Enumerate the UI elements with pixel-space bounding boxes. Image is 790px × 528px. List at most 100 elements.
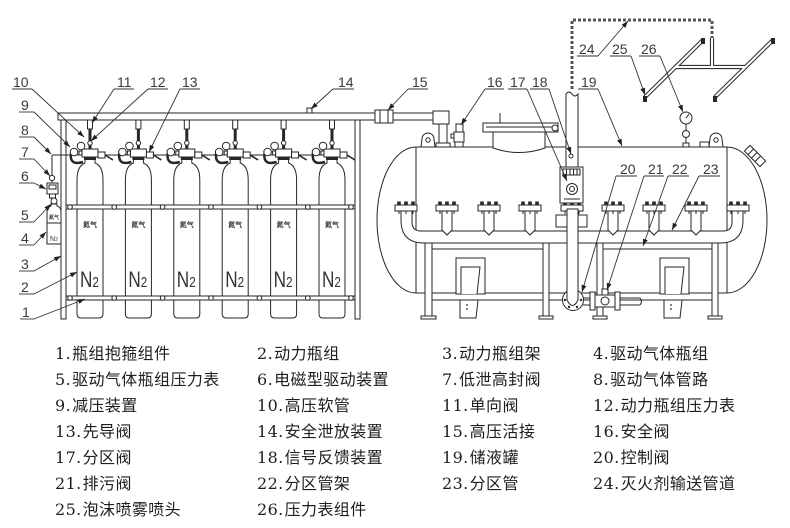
flange-bolt — [618, 201, 622, 205]
cylinder-body — [270, 158, 298, 319]
pilot-valve — [194, 151, 203, 159]
hoop-bolt — [256, 295, 263, 301]
manhole-neck — [492, 131, 546, 153]
drain-valve-assembly — [583, 288, 642, 311]
flange-plate — [601, 204, 625, 212]
gauge-needle — [685, 113, 690, 119]
cylinder-label: 氮气 — [180, 220, 194, 229]
inlet-pipe — [438, 123, 448, 145]
callout-leader — [526, 88, 568, 182]
legend-item: 5.驱动气体瓶组压力表 — [55, 367, 257, 393]
cylinder-valve-assembly — [214, 119, 259, 165]
reducer-hose — [311, 152, 326, 165]
callout-leader — [581, 175, 617, 293]
flange-bolt — [729, 201, 733, 205]
reducer-gauge-icon — [214, 147, 224, 157]
callout-leader — [33, 271, 78, 295]
flange-bolt — [687, 201, 691, 205]
reducer-hose — [117, 152, 132, 165]
legend-text: 减压装置 — [72, 396, 138, 415]
flange-bolt — [438, 201, 442, 205]
reducer-gauge-icon — [270, 141, 279, 151]
saddle-base — [459, 299, 479, 319]
gas-symbol-letter: N — [177, 268, 189, 293]
reducer-hose — [166, 152, 181, 165]
cylinder-label: 氮气 — [228, 220, 242, 229]
callout-7: 7 — [19, 144, 51, 177]
callout-number: 5 — [21, 207, 29, 223]
frame-post-left — [60, 119, 67, 320]
drive-gas-letter: N — [50, 236, 55, 243]
flange-bolt — [452, 201, 456, 205]
gas-symbol: N2 — [177, 268, 196, 293]
cylinder-body — [76, 158, 104, 319]
legend-text: 控制阀 — [620, 448, 670, 467]
level-indicator-rung — [754, 155, 762, 163]
outlet-flange — [601, 201, 625, 236]
tank-saddle — [455, 257, 486, 319]
drive-gas-subscript: 2 — [55, 237, 58, 243]
legend-number: 5. — [55, 370, 72, 389]
check-valve — [87, 119, 93, 130]
legend-number: 14. — [257, 422, 284, 441]
flange-bolt — [528, 201, 532, 205]
callout-12: 12 — [90, 74, 168, 142]
callout-number: 15 — [412, 74, 428, 90]
ring-bolt — [563, 298, 567, 302]
cylinder-valve-body — [226, 148, 244, 158]
callout-number: 22 — [672, 161, 688, 177]
cylinder-valve-body — [129, 148, 147, 158]
legend-text: 动力瓶组 — [274, 344, 340, 363]
cylinder-label: 氮气 — [131, 220, 145, 229]
cylinder-pressure-gauge-icon — [87, 140, 93, 146]
pressure-gauge-assembly — [679, 111, 693, 148]
callout-24: 24 — [577, 20, 629, 57]
reducer-gauge-icon — [173, 141, 183, 151]
legend-text: 驱动气体瓶组 — [610, 344, 709, 363]
flange-bolt — [445, 201, 449, 205]
legend-item: 25.泡沫喷雾喷头 — [55, 497, 257, 523]
nozzle-drop — [648, 211, 660, 236]
flange-plate — [477, 204, 501, 212]
gas-symbol-letter: N — [225, 268, 237, 293]
cylinder-neck-collar — [326, 157, 338, 160]
flange-bolt — [480, 201, 484, 205]
callout-number: 20 — [620, 161, 636, 177]
drive-gas-symbol: N2 — [50, 236, 58, 243]
flange-plate — [642, 204, 666, 212]
legend-text: 安全阀 — [620, 422, 670, 441]
legend-item: 11.单向阀 — [442, 393, 593, 419]
gas-symbol-letter: N — [128, 268, 140, 293]
cylinder-valve-body — [178, 148, 196, 158]
level-indicator-body — [743, 144, 767, 168]
power-cylinder: 氮气 N2 — [166, 119, 211, 319]
pilot-valve — [97, 151, 106, 159]
gas-symbol: N2 — [322, 268, 341, 293]
pilot-valve — [291, 151, 300, 159]
callout-23: 23 — [671, 161, 720, 231]
cylinder-valve-assembly — [263, 119, 308, 165]
gas-symbol-letter: N — [274, 268, 286, 293]
legend-number: 18. — [257, 448, 284, 467]
branch-pipe-bore — [714, 39, 774, 98]
lifting-lug-hole — [425, 137, 431, 143]
rack-leg — [542, 242, 550, 318]
gas-symbol-subscript: 2 — [334, 274, 341, 291]
flange-plate — [394, 204, 418, 212]
flange-bolt — [411, 201, 415, 205]
rack-foot — [538, 315, 554, 320]
callout-21: 21 — [606, 161, 664, 291]
legend-number: 20. — [593, 448, 620, 467]
valve-side-port — [223, 150, 228, 156]
legend-number: 1. — [55, 344, 72, 363]
legend-number: 8. — [593, 370, 610, 389]
callout-number: 6 — [21, 168, 29, 184]
legend-item: 9.减压装置 — [55, 393, 257, 419]
cylinder-neck-collar — [277, 157, 290, 160]
legend-text: 电磁型驱动装置 — [274, 370, 389, 389]
valve-side-port — [126, 150, 131, 156]
callout-leader — [460, 88, 486, 126]
callout-14: 14 — [310, 74, 354, 110]
